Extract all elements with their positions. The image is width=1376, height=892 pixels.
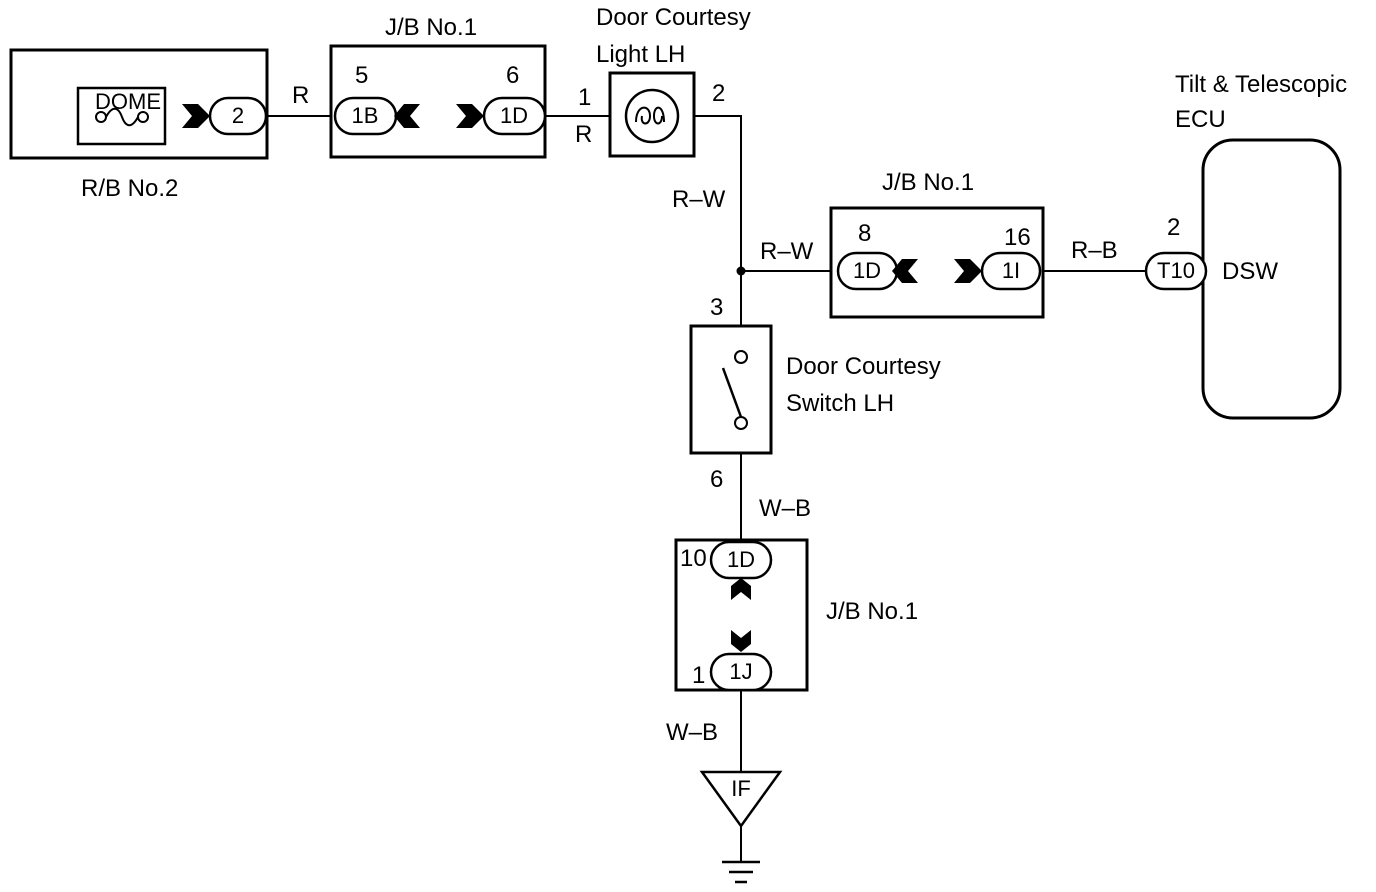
connector-arrow-icon [182, 104, 210, 128]
connector-1j [709, 652, 773, 692]
connector-t10-label: T10 [1157, 258, 1195, 283]
ecu-label-line2: ECU [1175, 106, 1226, 133]
ground-icon [722, 860, 760, 884]
ground-point: IF [699, 770, 783, 884]
connector-rb-pin-2 [208, 96, 268, 136]
connector-arrow-icon [456, 104, 484, 128]
wire-label-rb: R–B [1071, 237, 1118, 264]
relay-block-2-label: R/B No.2 [81, 175, 178, 202]
wire-label-r-2: R [575, 121, 592, 148]
connector-arrow-icon [731, 578, 751, 600]
connector-1j-label: 1J [729, 659, 752, 684]
ecu-pin-2-number: 2 [1167, 214, 1180, 241]
door-courtesy-light: Door Courtesy Light LH 1 2 [578, 4, 751, 158]
dome-fuse-label: DOME [95, 89, 161, 114]
junction-dot [736, 266, 746, 276]
ground-triangle [699, 770, 783, 829]
tilt-telescopic-ecu: Tilt & Telescopic ECU 2 T10 DSW [1144, 71, 1347, 420]
connector-t10 [1144, 251, 1208, 291]
jb-mid-pin-8-number: 8 [858, 220, 871, 247]
wire-label-rw-2: R–W [760, 238, 814, 265]
relay-block-2: DOME 2 R/B No.2 [9, 48, 269, 202]
wires [40, 115, 1146, 862]
connector-rb-pin-label: 2 [232, 103, 244, 128]
connector-1d-top [482, 96, 547, 136]
door-light-pin-2: 2 [712, 80, 725, 107]
door-switch-label-line2: Switch LH [786, 390, 894, 417]
jb-bot-pin-1-number: 1 [692, 662, 705, 689]
door-switch-label-line1: Door Courtesy [786, 353, 941, 380]
wire-label-rw-1: R–W [672, 186, 726, 213]
connector-arrow-icon [954, 259, 982, 283]
junction-block-bottom-label: J/B No.1 [826, 598, 918, 625]
connector-1d-top-label: 1D [500, 103, 528, 128]
ecu-dsw-terminal: DSW [1222, 258, 1278, 285]
connector-arrow-icon [731, 630, 751, 652]
jb-top-pin-5-number: 5 [355, 62, 368, 89]
switch-pin-3: 3 [710, 294, 723, 321]
fuse-icon [95, 107, 149, 127]
switch-contact-icon [721, 350, 748, 430]
connector-arrow-icon [394, 104, 420, 128]
jb-bot-pin-10-number: 10 [680, 545, 707, 572]
jb-top-pin-6-number: 6 [506, 62, 519, 89]
bulb-icon [624, 88, 680, 144]
door-courtesy-switch: 3 Door Courtesy Switch LH 6 [689, 294, 941, 493]
connector-1i-label: 1I [1002, 258, 1020, 283]
junction-block-bottom: 10 1D 1 1J J/B No.1 [674, 538, 918, 692]
switch-pin-6: 6 [710, 466, 723, 493]
junction-block-mid: J/B No.1 8 16 1D 1I [829, 169, 1045, 319]
wire-label-wb-2: W–B [666, 719, 718, 746]
ground-label: IF [731, 776, 751, 801]
door-light-label-line1: Door Courtesy [596, 4, 751, 31]
wire-label-wb-1: W–B [759, 495, 811, 522]
connector-1b-label: 1B [352, 103, 379, 128]
ecu-label-line1: Tilt & Telescopic [1175, 71, 1347, 98]
connector-1i [980, 251, 1042, 291]
door-light-pin-1: 1 [578, 84, 591, 111]
connector-1d-bot-label: 1D [727, 547, 755, 572]
bulb-filament-icon [635, 106, 665, 125]
junction-block-mid-label: J/B No.1 [882, 169, 974, 196]
door-light-label-line2: Light LH [596, 41, 685, 68]
connector-1d-mid-label: 1D [853, 258, 881, 283]
junction-block-top: J/B No.1 5 6 1B 1D [329, 14, 547, 159]
jb-mid-pin-16-number: 16 [1004, 224, 1031, 251]
junction-block-top-label: J/B No.1 [385, 14, 477, 41]
connector-arrow-icon [892, 259, 918, 283]
wire-label-r-1: R [292, 82, 309, 109]
